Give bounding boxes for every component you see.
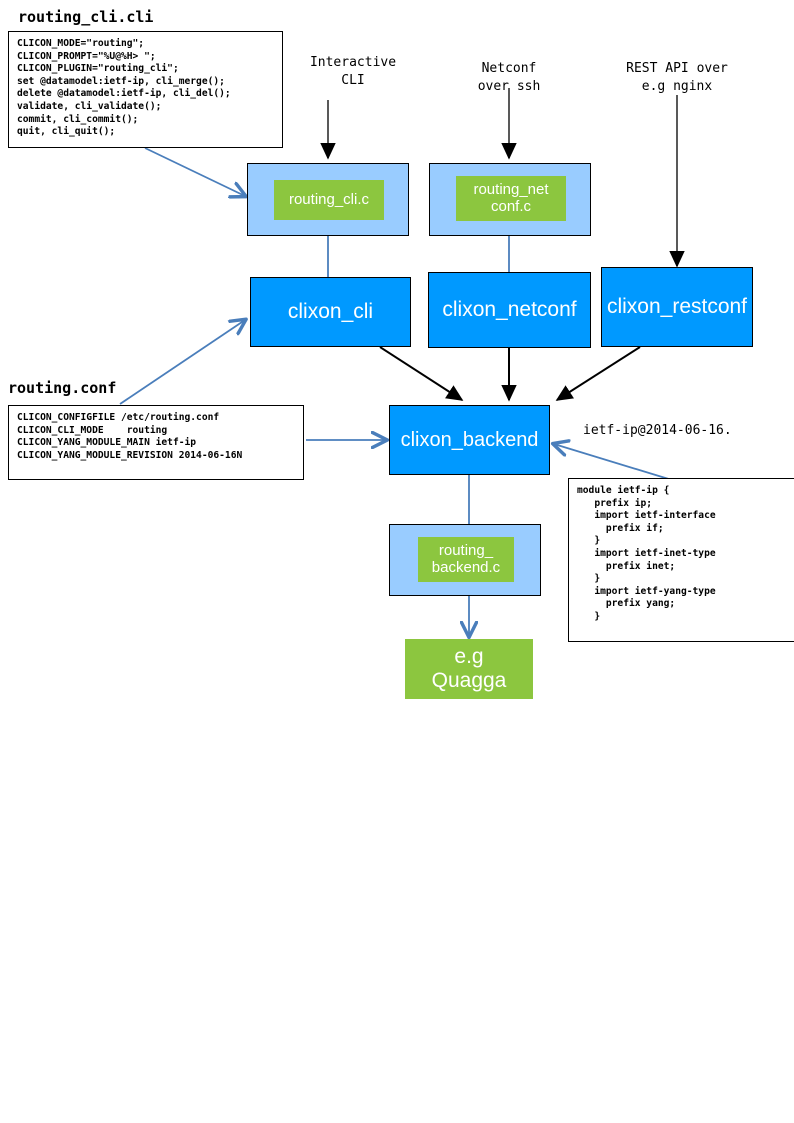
code-line: prefix ip; [577, 497, 653, 509]
arrow-routing-cli-file-to-cli-box [144, 147, 245, 196]
backend-plugin-host-box: routing_ backend.c [389, 524, 541, 596]
code-line: prefix if; [577, 522, 664, 534]
process-clixon-restconf: clixon_restconf [601, 267, 753, 347]
routing-conf-file-title: routing.conf [8, 379, 117, 397]
process-clixon-cli: clixon_cli [250, 277, 411, 347]
arrow-clixon-restconf-to-backend [555, 346, 641, 401]
plugin-routing-netconf-c: routing_net conf.c [456, 176, 566, 221]
arrow-yang-module-to-backend [554, 444, 673, 481]
entry-label-netconf: Netconf over ssh [477, 61, 541, 94]
code-line: import ietf-inet-type [577, 547, 716, 559]
code-line: set @datamodel:ietf-ip, cli_merge(); [17, 75, 225, 87]
process-clixon-netconf: clixon_netconf [428, 272, 591, 348]
netconf-plugin-host-box: routing_net conf.c [429, 163, 591, 236]
code-line: validate, cli_validate(); [17, 100, 162, 112]
downstream-quagga: e.g Quagga [405, 639, 533, 699]
code-line: } [577, 535, 601, 547]
code-line: CLICON_YANG_MODULE_MAIN ietf-ip [17, 437, 197, 449]
code-line: delete @datamodel:ietf-ip, cli_del(); [17, 88, 231, 100]
arrow-routing-conf-to-clixon-cli [119, 320, 245, 405]
code-line: } [577, 573, 601, 585]
code-line: CLICON_MODE="routing"; [17, 38, 145, 49]
code-line: import ietf-interface [577, 510, 716, 522]
code-line: CLICON_CONFIGFILE /etc/routing.conf [17, 412, 220, 423]
code-line: CLICON_PLUGIN="routing_cli"; [17, 63, 179, 75]
routing-conf-file-box: CLICON_CONFIGFILE /etc/routing.conf CLIC… [8, 405, 304, 480]
routing-cli-file-box: CLICON_MODE="routing"; CLICON_PROMPT="%U… [8, 31, 283, 148]
entry-label-rest-api: REST API over e.g nginx [626, 61, 728, 94]
yang-module-label: ietf-ip@2014-06-16. [583, 423, 732, 438]
arrow-clixon-cli-to-backend [379, 346, 464, 401]
code-line: commit, cli_commit(); [17, 113, 139, 125]
code-line: prefix yang; [577, 598, 676, 610]
code-line: quit, cli_quit(); [17, 126, 116, 138]
entry-label-interactive-cli: Interactive CLI [309, 55, 397, 88]
code-line: CLICON_PROMPT="%U@%H> "; [17, 50, 156, 62]
code-line: prefix inet; [577, 560, 676, 572]
process-clixon-backend: clixon_backend [389, 405, 550, 475]
code-line: import ietf-yang-type [577, 585, 716, 597]
code-line: module ietf-ip { [577, 485, 670, 496]
plugin-routing-backend-c: routing_ backend.c [418, 537, 514, 582]
code-line: CLICON_YANG_MODULE_REVISION 2014-06-16N [17, 449, 243, 461]
yang-module-box: module ietf-ip { prefix ip; import ietf-… [568, 478, 794, 642]
routing-cli-file-title: routing_cli.cli [18, 8, 154, 26]
cli-plugin-host-box: routing_cli.c [247, 163, 409, 236]
plugin-routing-cli-c: routing_cli.c [274, 180, 384, 220]
code-line: CLICON_CLI_MODE routing [17, 424, 168, 436]
code-line: } [577, 610, 601, 622]
